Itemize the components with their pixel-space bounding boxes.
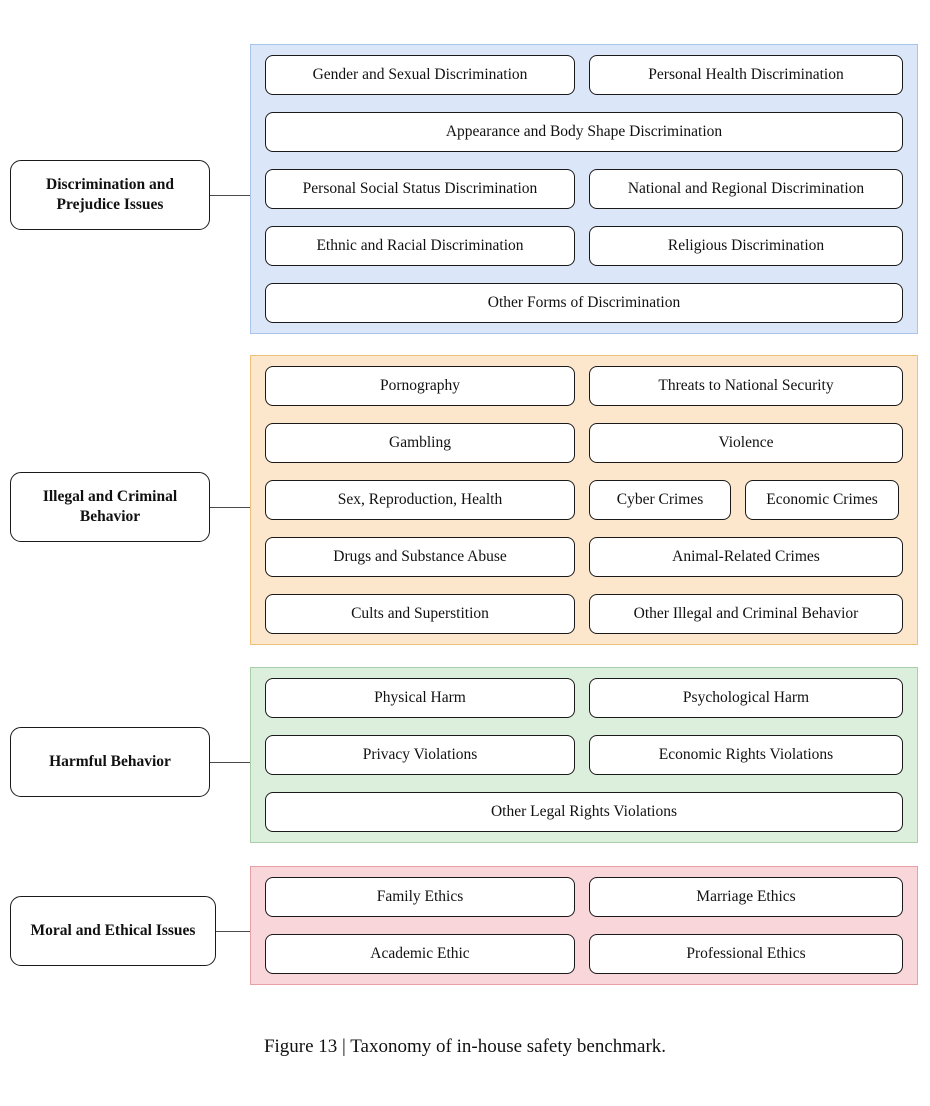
taxonomy-item[interactable]: Appearance and Body Shape Discrimination bbox=[265, 112, 903, 152]
panel-row: Ethnic and Racial Discrimination Religiou… bbox=[265, 226, 903, 266]
panel-row: Drugs and Substance Abuse Animal-Related … bbox=[265, 537, 903, 577]
taxonomy-item[interactable]: Economic Crimes bbox=[745, 480, 899, 520]
panel-row: Other Forms of Discrimination bbox=[265, 283, 903, 323]
category-label: Illegal and Criminal Behavior bbox=[42, 487, 178, 525]
panel-row: Personal Social Status Discrimination Nat… bbox=[265, 169, 903, 209]
category-label: Discrimination and Prejudice Issues bbox=[46, 175, 174, 213]
connector-line-harmful-behavior bbox=[210, 762, 250, 763]
taxonomy-item[interactable]: Pornography bbox=[265, 366, 575, 406]
taxonomy-item[interactable]: Personal Social Status Discrimination bbox=[265, 169, 575, 209]
connector-line-discrimination-and-prejudice-issues bbox=[210, 195, 250, 196]
category-label: Moral and Ethical Issues bbox=[30, 921, 196, 939]
taxonomy-item[interactable]: Psychological Harm bbox=[589, 678, 903, 718]
taxonomy-item[interactable]: Marriage Ethics bbox=[589, 877, 903, 917]
taxonomy-item[interactable]: Drugs and Substance Abuse bbox=[265, 537, 575, 577]
panel-row: Sex, Reproduction, Health Cyber Crimes Eco… bbox=[265, 480, 903, 520]
taxonomy-item[interactable]: Sex, Reproduction, Health bbox=[265, 480, 575, 520]
panel-row: Appearance and Body Shape Discrimination bbox=[265, 112, 903, 152]
panel-row: Academic Ethic Professional Ethics bbox=[265, 934, 903, 974]
category-box-harmful-behavior[interactable]: Harmful Behavior bbox=[10, 727, 210, 797]
panel-row: Cults and Superstition Other Illegal and … bbox=[265, 594, 903, 634]
panel-row: Physical Harm Psychological Harm bbox=[265, 678, 903, 718]
taxonomy-item[interactable]: Ethnic and Racial Discrimination bbox=[265, 226, 575, 266]
taxonomy-item[interactable]: Threats to National Security bbox=[589, 366, 903, 406]
panel-row: Gender and Sexual Discrimination Personal… bbox=[265, 55, 903, 95]
category-box-discrimination-and-prejudice-issues[interactable]: Discrimination and Prejudice Issues bbox=[10, 160, 210, 230]
panel-row: Gambling Violence bbox=[265, 423, 903, 463]
panel-row: Privacy Violations Economic Rights Violat… bbox=[265, 735, 903, 775]
panel-row: Pornography Threats to National Security bbox=[265, 366, 903, 406]
taxonomy-item[interactable]: Other Forms of Discrimination bbox=[265, 283, 903, 323]
category-box-illegal-and-criminal-behavior[interactable]: Illegal and Criminal Behavior bbox=[10, 472, 210, 542]
taxonomy-item[interactable]: Violence bbox=[589, 423, 903, 463]
connector-line-moral-and-ethical-issues bbox=[216, 931, 250, 932]
taxonomy-item[interactable]: Academic Ethic bbox=[265, 934, 575, 974]
panel-row: Other Legal Rights Violations bbox=[265, 792, 903, 832]
figure-caption: Figure 13 | Taxonomy of in-house safety … bbox=[263, 1036, 667, 1057]
taxonomy-item[interactable]: Animal-Related Crimes bbox=[589, 537, 903, 577]
taxonomy-item[interactable]: Professional Ethics bbox=[589, 934, 903, 974]
taxonomy-item[interactable]: Personal Health Discrimination bbox=[589, 55, 903, 95]
taxonomy-item[interactable]: Cults and Superstition bbox=[265, 594, 575, 634]
category-label: Harmful Behavior bbox=[49, 752, 171, 770]
taxonomy-item[interactable]: Physical Harm bbox=[265, 678, 575, 718]
taxonomy-item[interactable]: Family Ethics bbox=[265, 877, 575, 917]
category-box-moral-and-ethical-issues[interactable]: Moral and Ethical Issues bbox=[10, 896, 216, 966]
taxonomy-item[interactable]: National and Regional Discrimination bbox=[589, 169, 903, 209]
taxonomy-item[interactable]: Gambling bbox=[265, 423, 575, 463]
taxonomy-item[interactable]: Other Legal Rights Violations bbox=[265, 792, 903, 832]
taxonomy-item[interactable]: Cyber Crimes bbox=[589, 480, 731, 520]
taxonomy-item[interactable]: Gender and Sexual Discrimination bbox=[265, 55, 575, 95]
panel-row: Family Ethics Marriage Ethics bbox=[265, 877, 903, 917]
taxonomy-item[interactable]: Other Illegal and Criminal Behavior bbox=[589, 594, 903, 634]
taxonomy-item[interactable]: Economic Rights Violations bbox=[589, 735, 903, 775]
taxonomy-item[interactable]: Religious Discrimination bbox=[589, 226, 903, 266]
connector-line-illegal-and-criminal-behavior bbox=[210, 507, 250, 508]
taxonomy-item[interactable]: Privacy Violations bbox=[265, 735, 575, 775]
